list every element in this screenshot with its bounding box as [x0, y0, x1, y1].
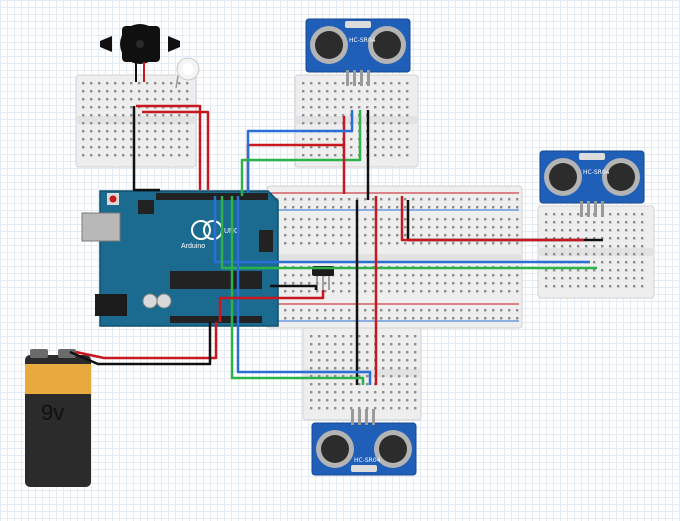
breadboard-right [537, 205, 655, 299]
wire-top-trig [246, 110, 354, 193]
wire-bottom-echo [230, 196, 365, 385]
wire-right-echo [220, 196, 597, 270]
breadboard-top [294, 74, 419, 168]
sensor-right-label: HC-SR04 [583, 169, 610, 176]
arduino-brand-label: Arduino [181, 243, 205, 250]
breadboard-buzzer [75, 74, 197, 168]
wire-buzzer-gnd [132, 106, 160, 192]
wire-transistor-emitter [270, 284, 318, 290]
wire-buzzer-signal [136, 104, 202, 190]
arduino-logo-icon [191, 220, 211, 240]
wire-bottom-trig [236, 196, 372, 385]
battery-label: 9v [41, 400, 64, 425]
wire-battery-neg [69, 322, 212, 366]
piezo-buzzer [100, 24, 180, 82]
ultrasonic-sensor-top: HC-SR04 [305, 18, 411, 86]
wire-top-echo [240, 110, 362, 196]
sensor-top-label: HC-SR04 [349, 37, 376, 44]
wire-right-trig [213, 196, 590, 264]
resistor [175, 57, 200, 89]
ultrasonic-sensor-bottom: HC-SR04 [311, 409, 417, 476]
wire-buzzer-resistor [142, 110, 210, 190]
usb-port [81, 212, 121, 242]
breadboard-bottom [302, 327, 422, 421]
ultrasonic-sensor-right: HC-SR04 [539, 150, 645, 217]
arduino-uno-board: Arduino UNO [81, 190, 279, 327]
atmega-chip [170, 271, 262, 289]
wire-right-vcc [400, 196, 584, 242]
battery-9v: 9v [25, 349, 91, 487]
breadboard-main [266, 185, 523, 329]
wire-transistor-base [218, 290, 325, 322]
power-jack [95, 294, 127, 316]
sensor-bottom-label: HC-SR04 [354, 457, 381, 464]
wires [69, 104, 603, 385]
wire-battery-pos [75, 322, 218, 360]
